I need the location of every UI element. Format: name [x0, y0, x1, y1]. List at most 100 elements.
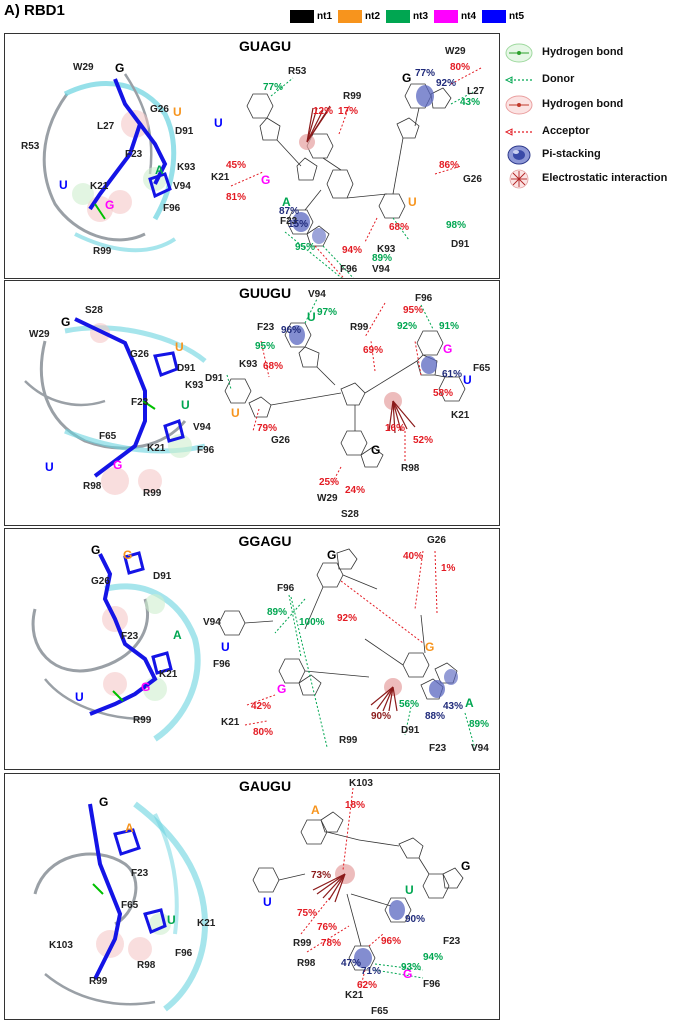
residue-labels: V94 F96 F23 R99 K93 F65 D91 K21 G26 R98 …	[205, 289, 491, 520]
nucleotide-labels: U U G U G	[231, 310, 472, 457]
panel-title: GGAGU	[238, 533, 292, 549]
nt-label: A	[311, 803, 320, 817]
res-label: F23	[257, 322, 275, 333]
panel-guugu-graphic: S28 W29 G G26 U D91 K93 F23 U V94 F65 K2…	[24, 289, 491, 520]
res-label: K21	[197, 918, 216, 929]
pct-label: 25%	[319, 477, 339, 488]
res-label: D91	[401, 725, 420, 736]
res-label: R99	[93, 246, 112, 257]
nt-label: G	[443, 342, 452, 356]
pct-label: 17%	[338, 106, 358, 117]
res-label: K103	[349, 778, 373, 789]
structure-view	[33, 801, 209, 1012]
pct-label: 76%	[317, 922, 337, 933]
legend-nt4: nt4	[434, 10, 476, 23]
res-label: R98	[83, 481, 102, 492]
pct-label: 96%	[281, 325, 301, 336]
res-label: K93	[239, 359, 258, 370]
pct-label: 62%	[357, 980, 377, 991]
nt-label: A	[125, 821, 134, 835]
res-label: F23	[131, 397, 149, 408]
nt-label: G	[115, 61, 124, 75]
res-label: D91	[205, 373, 224, 384]
res-label: K21	[159, 669, 178, 680]
res-label: F23	[125, 149, 143, 160]
res-label: R99	[133, 715, 152, 726]
panel-guugu: GUUGU S28 W29 G G26 U D91 K93 F23 U V9	[4, 280, 500, 526]
res-label: K93	[377, 244, 396, 255]
electrostatic-marker	[384, 392, 416, 434]
panel-title: GUUGU	[238, 285, 292, 301]
nt-label: A	[282, 195, 291, 209]
res-label: L27	[467, 86, 485, 97]
pi-markers	[429, 669, 458, 698]
legend-hbond-red: Hydrogen bond	[502, 92, 685, 116]
interaction-lines	[244, 550, 476, 750]
res-label: F65	[121, 900, 139, 911]
nt-label: U	[231, 406, 240, 420]
nt-label: U	[75, 690, 84, 704]
panel-title: GAUGU	[238, 778, 292, 794]
res-label: W29	[29, 329, 50, 340]
nt-label: U	[167, 913, 176, 927]
res-label: D91	[175, 126, 194, 137]
nt-label: G	[105, 198, 114, 212]
legend-nt4-label: nt4	[461, 11, 476, 22]
nt-label: U	[214, 116, 223, 130]
res-label: V94	[372, 264, 390, 275]
res-label: S28	[341, 509, 359, 520]
res-label: R99	[143, 488, 162, 499]
nt-label: G	[113, 458, 122, 472]
nt-label: A	[173, 628, 182, 642]
res-label: F96	[175, 948, 193, 959]
percent-labels: 18% 73% 75% 76% 78% 90% 96% 94% 47% 93% …	[297, 800, 443, 991]
res-label: F23	[280, 216, 298, 227]
res-label: F96	[340, 264, 358, 275]
pct-label: 18%	[345, 800, 365, 811]
res-label: V94	[193, 422, 211, 433]
legend-acceptor-label: Acceptor	[542, 125, 590, 137]
res-label: F96	[197, 445, 215, 456]
pct-label: 61%	[442, 369, 462, 380]
res-label: F65	[371, 1006, 389, 1017]
pct-label: 88%	[425, 711, 445, 722]
pct-label: 96%	[381, 936, 401, 947]
pct-label: 87%	[279, 206, 299, 217]
pi-stacking-icon	[507, 145, 531, 165]
res-label: V94	[203, 617, 221, 628]
pct-label: 77%	[263, 82, 283, 93]
nt-label: U	[45, 460, 54, 474]
res-label: K21	[211, 172, 230, 183]
nt-label: G	[61, 315, 70, 329]
nt-label: U	[408, 195, 417, 209]
nt-label: U	[175, 340, 184, 354]
structure-view	[42, 73, 177, 253]
res-label: G26	[130, 349, 149, 360]
legend-nt3: nt3	[386, 10, 428, 23]
pct-label: 91%	[439, 321, 459, 332]
nt-label: U	[263, 895, 272, 909]
pi-markers	[354, 900, 405, 968]
pct-label: 81%	[226, 192, 246, 203]
pct-label: 89%	[372, 253, 392, 264]
acceptor-arrow-icon	[504, 128, 532, 136]
res-label: K93	[177, 162, 196, 173]
pct-label: 58%	[433, 388, 453, 399]
res-label: K21	[147, 443, 166, 454]
interaction-lines	[300, 787, 424, 987]
structure-labels: W29 G G26 U D91 R53 L27 K93 F23 A U K21 …	[21, 61, 196, 257]
pct-label: 42%	[251, 701, 271, 712]
legend-donor-label: Donor	[542, 73, 575, 85]
res-label: D91	[153, 571, 172, 582]
nt-label: U	[221, 640, 230, 654]
nt-label: G	[123, 548, 132, 562]
percent-labels: 95% 97% 92% 91% 96% 69% 68% 61% 58% 95% …	[255, 305, 462, 496]
panel-guagu-graphic: W29 G G26 U D91 R53 L27 K93 F23 A U K21 …	[21, 46, 485, 278]
res-label: K21	[345, 990, 364, 1001]
nucleotide-labels: A G U U G	[263, 803, 470, 981]
res-label: R99	[89, 976, 108, 987]
res-label: K93	[185, 380, 204, 391]
nt-label: G	[425, 640, 434, 654]
legend-pi-stacking: Pi-stacking	[502, 142, 685, 166]
structure-view	[31, 551, 201, 742]
